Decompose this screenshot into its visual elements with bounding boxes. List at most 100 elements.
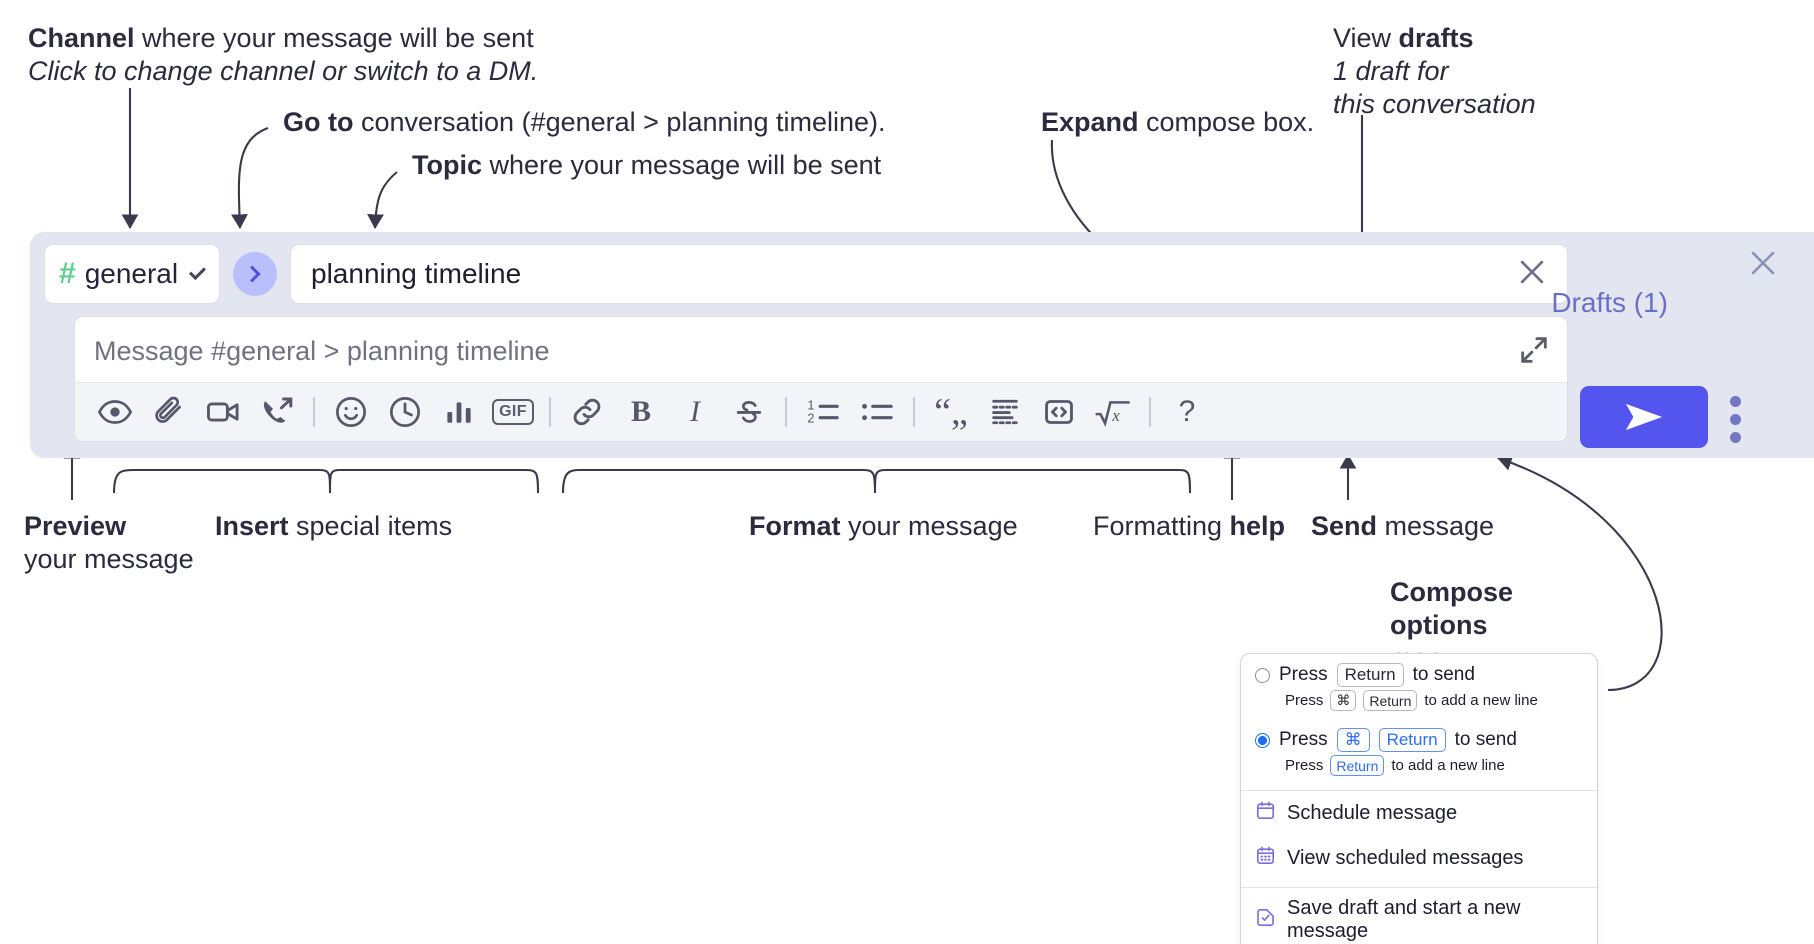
annotation-channel-bold: Channel <box>28 23 135 53</box>
compose-panel: # general planning timeline Message #gen… <box>30 232 1814 458</box>
kebab-dot <box>1730 396 1741 407</box>
send-button[interactable] <box>1580 386 1708 448</box>
help-label: ? <box>1178 395 1196 428</box>
preview-icon[interactable] <box>88 390 142 434</box>
annotation-drafts-rest: View <box>1333 23 1399 53</box>
sub-post-text: to add a new line <box>1424 692 1538 709</box>
annotation-topic-rest: where your message will be sent <box>482 150 882 180</box>
send-option-return[interactable]: Press Return to send <box>1241 654 1597 687</box>
annotation-drafts-italic-2: this conversation <box>1333 88 1536 119</box>
key-return: Return <box>1378 728 1446 752</box>
svg-text:x: x <box>1111 406 1120 425</box>
annotation-topic: Topic where your message will be sent <box>412 149 881 182</box>
send-option-return-sub: Press ⌘ Return to add a new line <box>1241 687 1597 719</box>
annotation-preview: Preview your message <box>24 510 194 576</box>
key-command: ⌘ <box>1330 690 1357 711</box>
kebab-dot <box>1730 432 1741 443</box>
option-pre-text: Press <box>1279 729 1328 750</box>
annotation-format: Format your message <box>749 510 1018 543</box>
send-option-cmd-return-sub: Press Return to add a new line <box>1241 752 1597 784</box>
annotation-expand: Expand compose box. <box>1041 106 1314 139</box>
close-icon[interactable] <box>1746 246 1780 285</box>
ordered-list-icon[interactable]: 1 2 <box>796 390 850 434</box>
sub-pre-text: Press <box>1285 692 1324 709</box>
annotation-compose-options-bold-2: options <box>1390 609 1488 640</box>
option-pre-text: Press <box>1279 664 1328 685</box>
annotation-topic-bold: Topic <box>412 150 482 180</box>
annotation-insert: Insert special items <box>215 510 452 543</box>
gif-icon[interactable]: GIF <box>486 390 540 434</box>
annotation-goto: Go to conversation (#general > planning … <box>283 106 886 139</box>
key-return: Return <box>1336 663 1404 687</box>
compose-options-menu: Press Return to send Press ⌘ Return to a… <box>1240 653 1598 944</box>
menu-divider <box>1241 887 1597 888</box>
italic-label: I <box>690 395 700 428</box>
hash-icon: # <box>59 257 76 290</box>
link-icon[interactable] <box>560 390 614 434</box>
more-vertical-icon[interactable] <box>1730 396 1741 443</box>
message-input-box[interactable]: Message #general > planning timeline <box>74 316 1568 442</box>
attachment-icon[interactable] <box>142 390 196 434</box>
annotation-channel: Channel where your message will be sent … <box>28 22 538 88</box>
close-icon[interactable] <box>1515 255 1549 294</box>
send-paper-plane-icon <box>1625 403 1663 431</box>
code-snippet-icon[interactable] <box>1032 390 1086 434</box>
kebab-dot <box>1730 414 1741 425</box>
menu-divider <box>1241 790 1597 791</box>
key-return: Return <box>1363 690 1418 711</box>
help-icon[interactable]: ? <box>1160 390 1214 434</box>
expand-compose-icon[interactable] <box>1517 333 1551 372</box>
annotation-formatting-help: Formatting help <box>1093 510 1285 543</box>
channel-selector[interactable]: # general <box>44 244 220 304</box>
topic-input[interactable]: planning timeline <box>290 244 1568 304</box>
poll-icon[interactable] <box>432 390 486 434</box>
sub-pre-text: Press <box>1285 757 1324 774</box>
menu-item-schedule-message[interactable]: Schedule message <box>1241 791 1597 836</box>
save-draft-icon <box>1255 907 1276 934</box>
annotation-goto-rest: conversation (#general > planning timeli… <box>353 107 886 137</box>
compose-header-row: # general planning timeline <box>44 244 1568 304</box>
blockquote-icon[interactable]: “„ <box>924 390 978 434</box>
blockquote-glyph: “„ <box>934 390 968 433</box>
annotation-compose-options-bold-1: Compose <box>1390 577 1514 607</box>
toolbar-separator <box>913 397 915 427</box>
send-option-cmd-return[interactable]: Press ⌘ Return to send <box>1241 719 1597 752</box>
bold-label: B <box>630 395 651 428</box>
annotation-formatting-help-bold: help <box>1229 511 1286 541</box>
toolbar-separator <box>1149 397 1151 427</box>
bold-icon[interactable]: B <box>614 390 668 434</box>
annotation-goto-bold: Go to <box>283 107 354 137</box>
drafts-link[interactable]: Drafts (1) <box>1551 287 1668 318</box>
chevron-right-icon <box>243 265 261 283</box>
annotation-expand-bold: Expand <box>1041 107 1139 137</box>
chevron-down-icon <box>189 262 206 280</box>
annotation-insert-bold: Insert <box>215 511 289 541</box>
gif-label: GIF <box>492 399 534 425</box>
menu-item-label: Save draft and start a new message <box>1287 897 1521 942</box>
annotation-insert-rest: special items <box>288 511 453 541</box>
audio-clip-icon[interactable] <box>250 390 304 434</box>
toolbar-separator <box>785 397 787 427</box>
go-to-conversation-button[interactable] <box>233 252 277 296</box>
channel-name: general <box>84 258 179 289</box>
code-block-icon[interactable] <box>978 390 1032 434</box>
key-command: ⌘ <box>1336 728 1370 752</box>
radio-selected-icon[interactable] <box>1255 732 1270 748</box>
video-clip-icon[interactable] <box>196 390 250 434</box>
menu-item-save-draft[interactable]: Save draft and start a new message <box>1241 888 1597 944</box>
topic-value: planning timeline <box>311 258 522 289</box>
annotation-format-bold: Format <box>749 511 841 541</box>
message-placeholder: Message #general > planning timeline <box>94 336 550 366</box>
svg-text:2: 2 <box>807 410 814 425</box>
math-icon[interactable]: x <box>1086 390 1140 434</box>
emoji-icon[interactable] <box>324 390 378 434</box>
italic-icon[interactable]: I <box>668 390 722 434</box>
menu-item-label: Schedule message <box>1287 802 1458 824</box>
strikethrough-icon[interactable] <box>722 390 776 434</box>
annotation-formatting-help-rest: Formatting <box>1093 511 1230 541</box>
menu-item-view-scheduled-messages[interactable]: View scheduled messages <box>1241 836 1597 881</box>
radio-unselected-icon[interactable] <box>1255 667 1270 683</box>
clock-icon[interactable] <box>378 390 432 434</box>
bulleted-list-icon[interactable] <box>850 390 904 434</box>
